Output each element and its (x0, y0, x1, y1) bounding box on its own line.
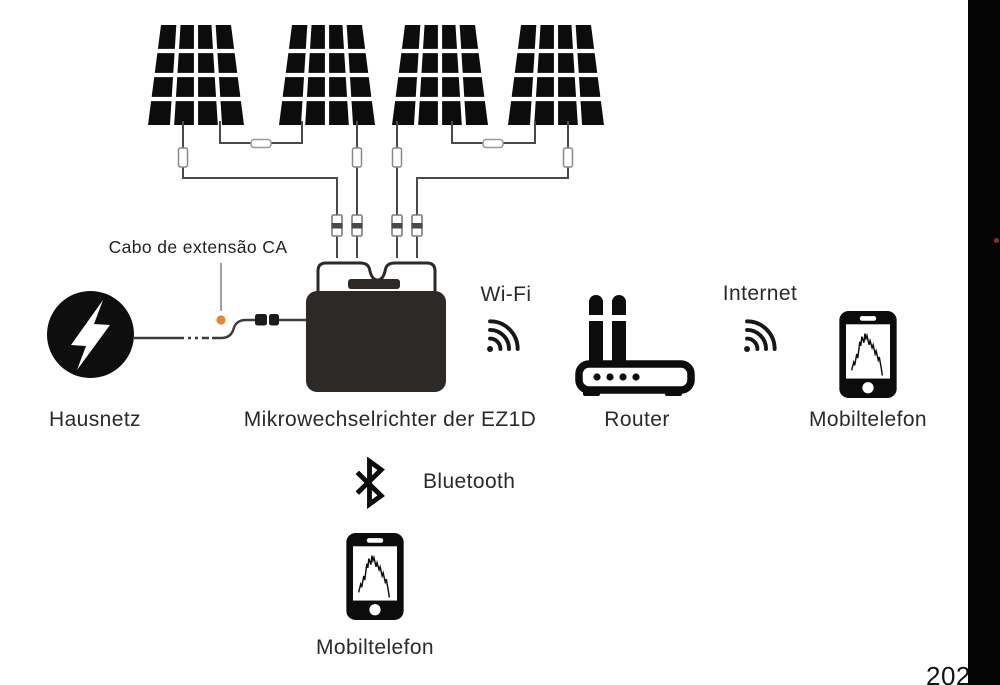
router-icon (575, 293, 695, 398)
smartphone-icon (346, 533, 404, 620)
solar-panel-icon (390, 24, 490, 126)
solar-panel-icon (277, 24, 377, 126)
mobile-right-label: Mobiltelefon (808, 408, 928, 431)
solar-panel-icon (146, 24, 246, 126)
orange-marker-dot (216, 315, 226, 325)
microinverter-icon (306, 261, 446, 392)
wifi-label: Wi-Fi (480, 283, 532, 306)
bluetooth-label: Bluetooth (423, 470, 516, 493)
cable-annotation-label: Cabo de extensão CA (108, 237, 288, 257)
ac-wire (134, 318, 307, 340)
bluetooth-icon (353, 456, 386, 510)
internet-label: Internet (722, 282, 798, 305)
year-text: 202 (926, 661, 971, 685)
side-black-bar (968, 0, 1000, 685)
wifi-icon (739, 311, 785, 357)
mobile-bottom-label: Mobiltelefon (315, 636, 435, 659)
smartphone-icon (839, 311, 897, 398)
router-label: Router (604, 408, 670, 431)
red-indicator-dot (994, 238, 999, 243)
hausnetz-label: Hausnetz (49, 408, 141, 431)
inverter-label: Mikrowechselrichter der EZ1D (243, 408, 537, 431)
cable-connectors (177, 138, 574, 326)
lightning-circle-icon (47, 291, 134, 378)
solar-panel-icon (506, 24, 606, 126)
wifi-icon (482, 311, 528, 357)
